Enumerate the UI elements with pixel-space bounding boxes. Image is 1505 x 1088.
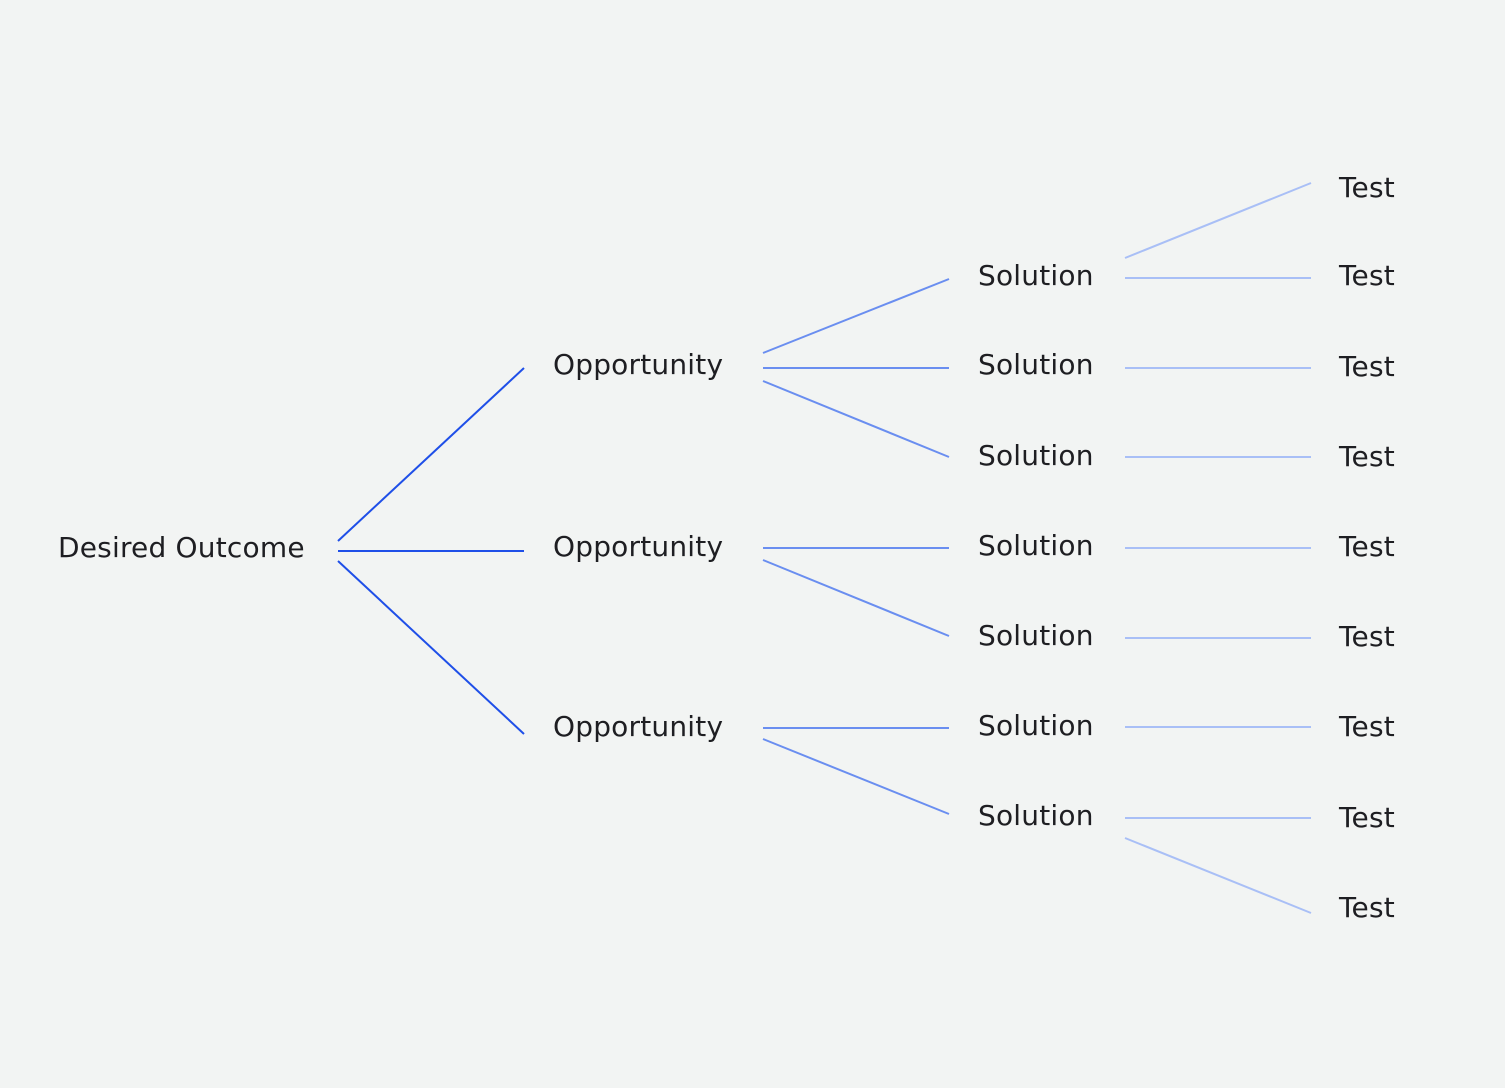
opportunity-label-1: Opportunity	[553, 348, 724, 381]
solution-label-7: Solution	[978, 799, 1094, 832]
test-label-9: Test	[1339, 891, 1395, 924]
solution-label-6: Solution	[978, 709, 1094, 742]
opportunity-label-2: Opportunity	[553, 530, 724, 563]
connector-solution-7-test-2	[1124, 837, 1312, 914]
test-label-6: Test	[1339, 620, 1395, 653]
solution-label-4: Solution	[978, 529, 1094, 562]
test-label-4: Test	[1339, 440, 1395, 473]
test-label-1: Test	[1339, 171, 1395, 204]
test-label-3: Test	[1339, 350, 1395, 383]
connector-opportunity-1-solution-3	[762, 380, 950, 458]
test-label-5: Test	[1339, 530, 1395, 563]
solution-label-1: Solution	[978, 259, 1094, 292]
solution-label-5: Solution	[978, 619, 1094, 652]
opportunity-label-3: Opportunity	[553, 710, 724, 743]
connector-opportunity-1-solution-1	[762, 278, 950, 354]
test-label-7: Test	[1339, 710, 1395, 743]
solution-label-2: Solution	[978, 348, 1094, 381]
solution-label-3: Solution	[978, 439, 1094, 472]
connector-opportunity-2-solution-2	[762, 559, 950, 637]
connector-root-opportunity-1	[337, 367, 525, 542]
connector-root-opportunity-3	[337, 560, 525, 735]
test-label-8: Test	[1339, 801, 1395, 834]
connector-opportunity-3-solution-2	[762, 738, 950, 815]
connector-solution-1-test-1	[1124, 182, 1312, 259]
desired-outcome-label: Desired Outcome	[58, 531, 305, 564]
test-label-2: Test	[1339, 259, 1395, 292]
